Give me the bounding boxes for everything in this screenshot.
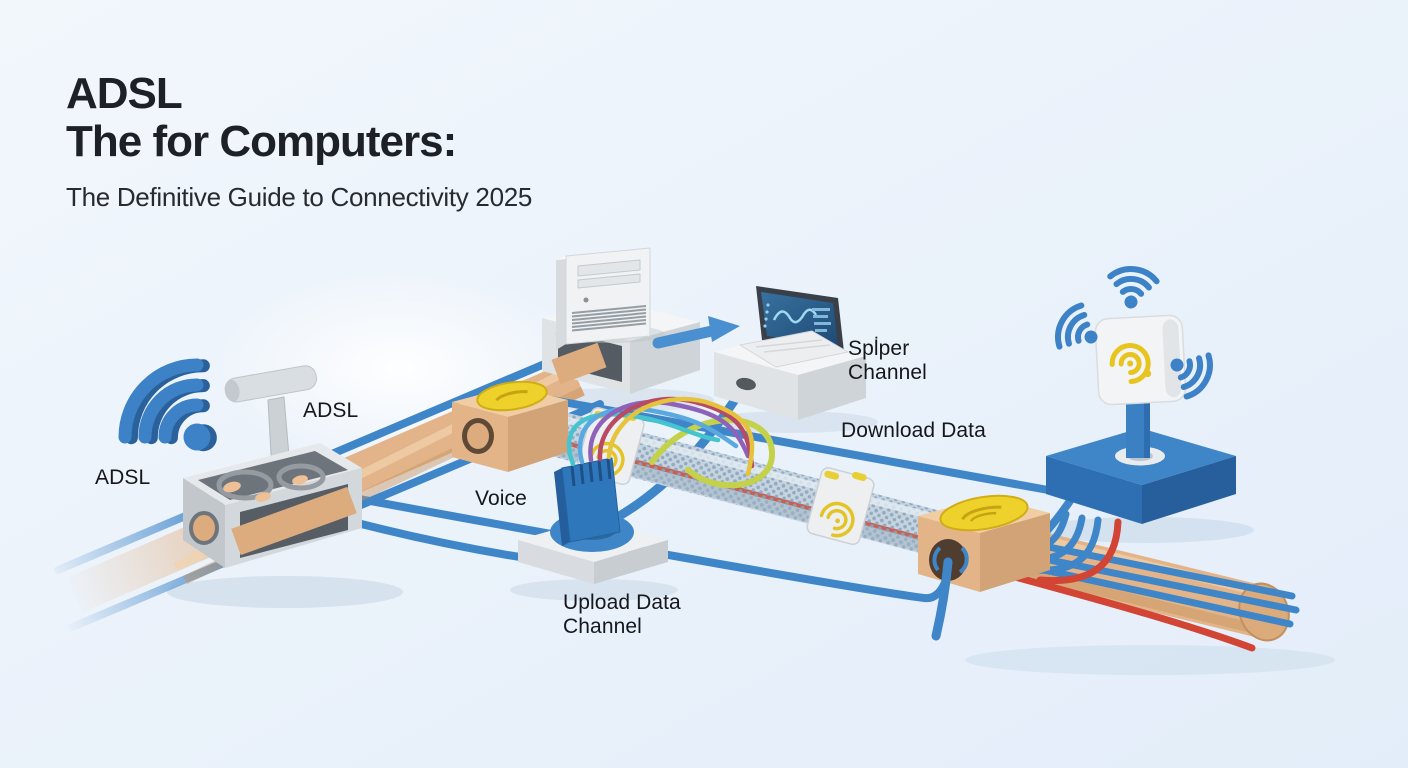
splitter-cube-1 bbox=[452, 380, 568, 472]
label-text: ADSL bbox=[95, 466, 151, 489]
wifi-icon-antenna-left bbox=[1055, 302, 1098, 350]
voice-cable bbox=[350, 494, 954, 603]
wifi-icon bbox=[118, 358, 217, 452]
wifi-icon-antenna-right bbox=[1170, 352, 1213, 400]
label-text: Voice bbox=[475, 487, 527, 510]
upload-connector bbox=[554, 457, 621, 546]
laptop-screen-graphics bbox=[763, 303, 831, 332]
phone-jack bbox=[183, 365, 362, 568]
label-splitter-channel: Spl̇per Channel bbox=[848, 337, 927, 385]
desktop-tower bbox=[555, 247, 665, 350]
green-wire-loop bbox=[649, 417, 776, 489]
page-subtitle: The Definitive Guide to Connectivity 202… bbox=[66, 182, 533, 212]
antenna-logo-icon bbox=[1109, 343, 1151, 384]
wire-bundle bbox=[566, 396, 755, 477]
laptop bbox=[739, 286, 849, 368]
label-voice: Voice bbox=[475, 487, 527, 511]
splitter-cube-2 bbox=[918, 494, 1050, 641]
header: ADSL The for Computers: The Definitive G… bbox=[66, 70, 532, 213]
label-text-line1: Spl̇per bbox=[848, 337, 910, 360]
label-text-line2: Channel bbox=[563, 615, 642, 638]
label-adsl-jack: ADSL bbox=[303, 399, 358, 423]
cable-collar-2 bbox=[806, 467, 875, 546]
wifi-icon-antenna-top bbox=[1107, 266, 1160, 309]
page-title-line1: ADSL bbox=[66, 69, 183, 118]
red-cable bbox=[1000, 570, 1256, 652]
antenna-unit bbox=[1094, 314, 1187, 406]
label-text-line1: Upload Data bbox=[563, 591, 681, 614]
label-upload-data-channel: Upload Data Channel bbox=[563, 591, 681, 639]
arrow-right-icon bbox=[652, 316, 740, 349]
label-download-data: Download Data bbox=[841, 419, 986, 443]
label-text: ADSL bbox=[303, 399, 359, 422]
page-title-line2: The for Computers: bbox=[66, 117, 457, 166]
router-assembly bbox=[1046, 314, 1236, 524]
cable-into-splitter bbox=[931, 557, 953, 641]
antenna-pole bbox=[1126, 394, 1150, 458]
label-text-line2: Channel bbox=[848, 361, 927, 384]
label-text: Download Data bbox=[841, 419, 986, 442]
label-adsl-left: ADSL bbox=[95, 466, 150, 490]
